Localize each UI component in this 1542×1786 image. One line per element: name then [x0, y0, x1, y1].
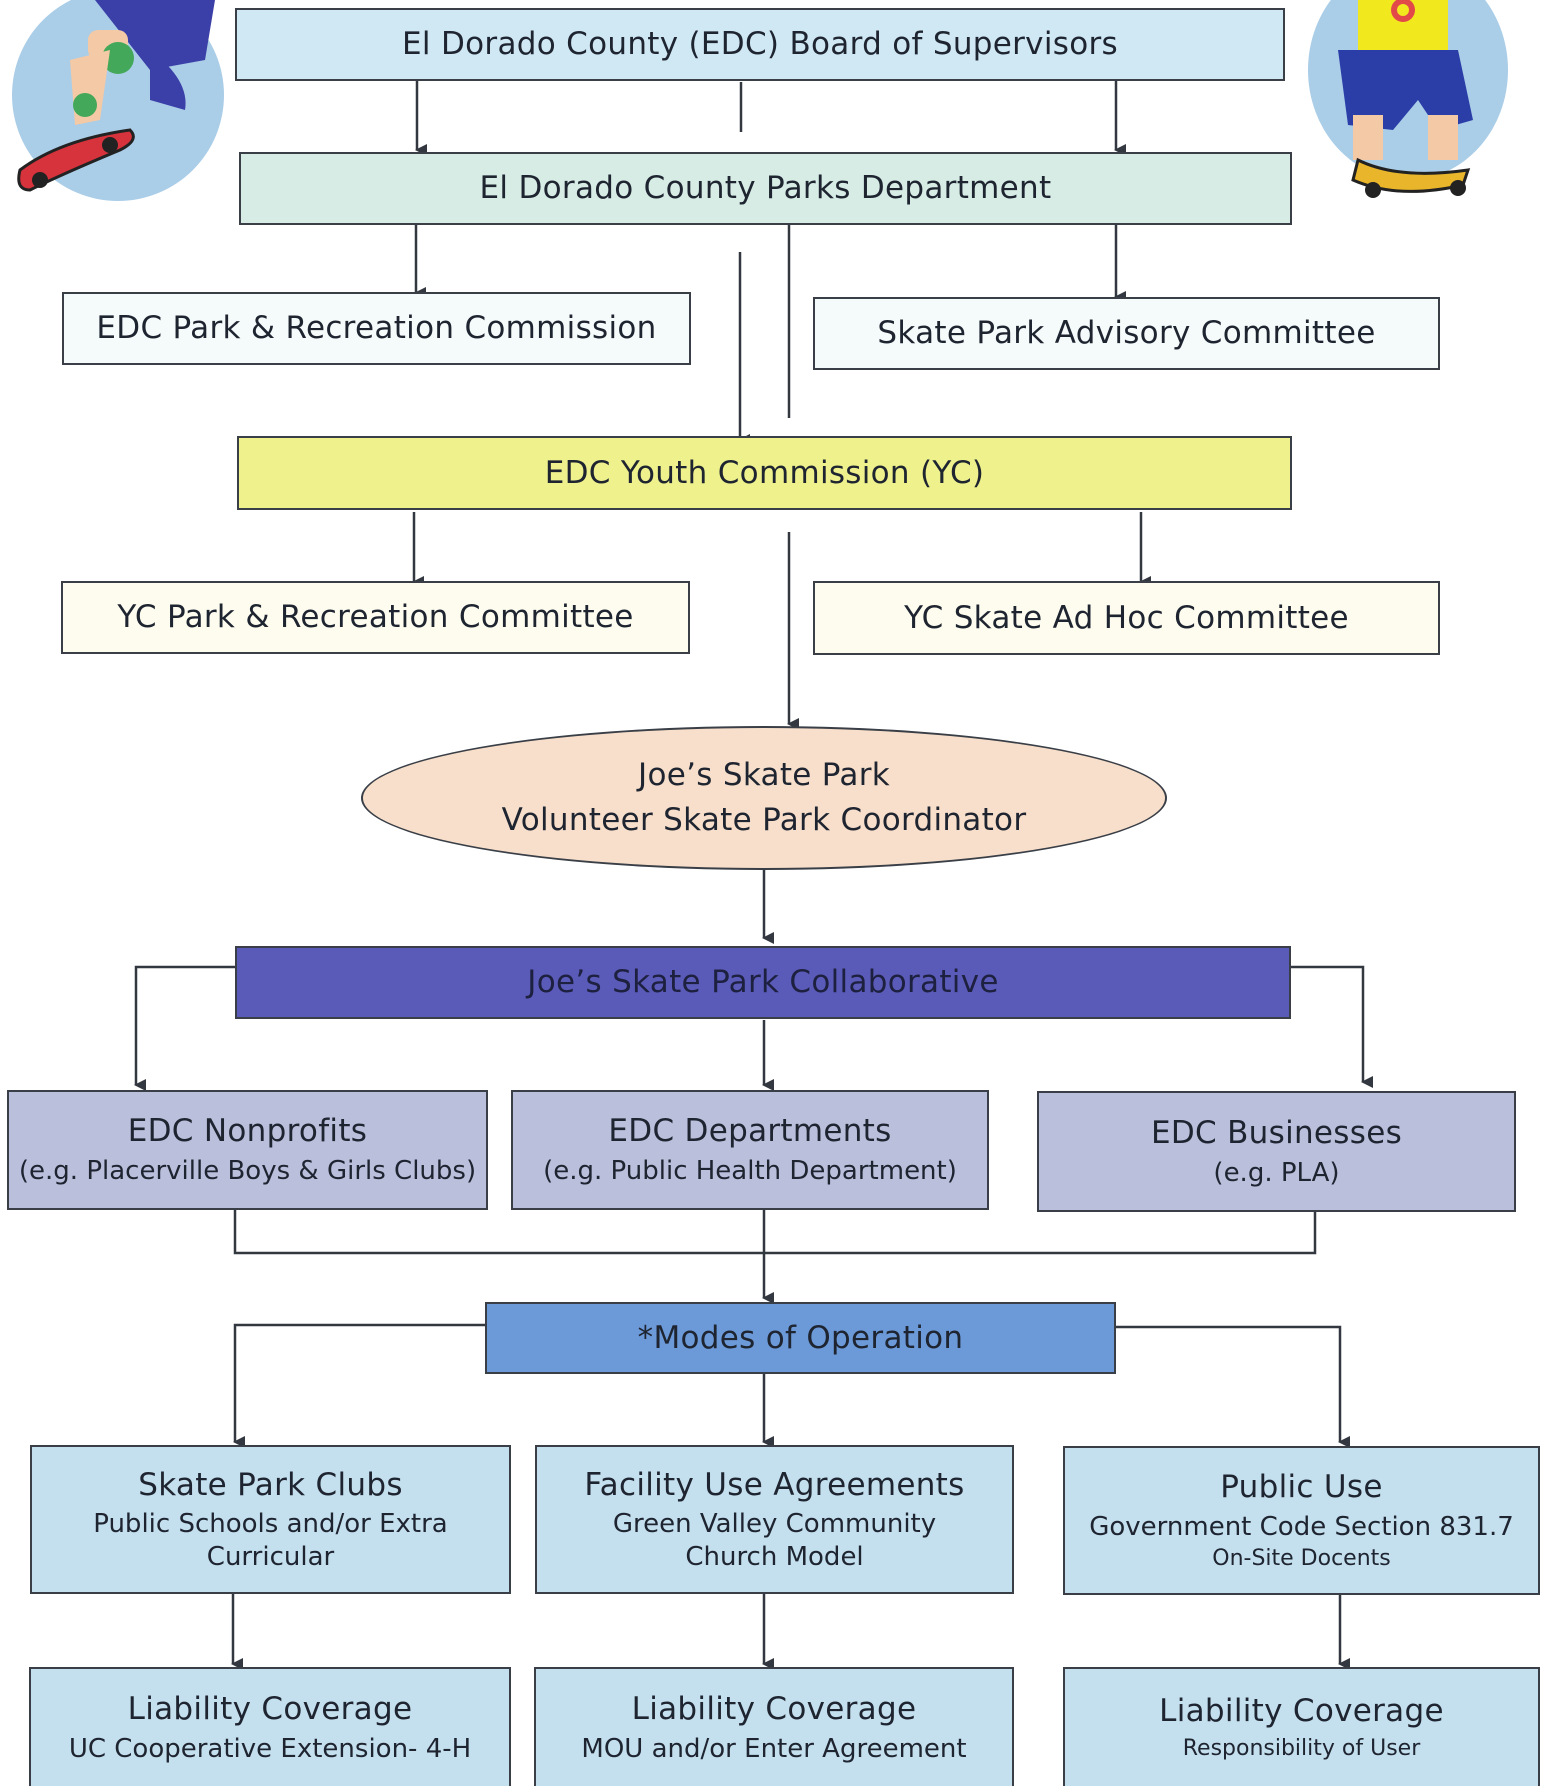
parks-department-label: El Dorado County Parks Department [479, 170, 1052, 207]
public-use-detail: Government Code Section 831.7 [1089, 1511, 1514, 1542]
park-recreation-commission-label: EDC Park & Recreation Commission [96, 310, 657, 347]
park-recreation-commission-box: EDC Park & Recreation Commission [62, 292, 691, 365]
public-use-box: Public Use Government Code Section 831.7… [1063, 1446, 1540, 1595]
facility-use-agreements-box: Facility Use Agreements Green Valley Com… [535, 1445, 1014, 1594]
skate-park-clubs-title: Skate Park Clubs [138, 1466, 403, 1503]
edc-departments-box: EDC Departments (e.g. Public Health Depa… [511, 1090, 989, 1210]
parks-department-box: El Dorado County Parks Department [239, 152, 1292, 225]
skateboarder-right-illustration [1308, 0, 1508, 198]
modes-of-operation-box: *Modes of Operation [485, 1302, 1116, 1374]
liability-coverage-clubs-detail: UC Cooperative Extension- 4-H [68, 1733, 472, 1764]
edc-nonprofits-box: EDC Nonprofits (e.g. Placerville Boys & … [7, 1090, 488, 1210]
facility-use-agreements-title: Facility Use Agreements [584, 1466, 965, 1503]
yc-park-recreation-committee-box: YC Park & Recreation Committee [61, 581, 690, 654]
yc-skate-adhoc-committee-box: YC Skate Ad Hoc Committee [813, 581, 1440, 655]
public-use-note: On-Site Docents [1212, 1546, 1391, 1572]
board-of-supervisors-label: El Dorado County (EDC) Board of Supervis… [402, 26, 1118, 63]
skate-park-advisory-committee-box: Skate Park Advisory Committee [813, 297, 1440, 370]
edc-nonprofits-title: EDC Nonprofits [127, 1113, 368, 1150]
yc-park-recreation-committee-label: YC Park & Recreation Committee [117, 599, 634, 636]
youth-commission-box: EDC Youth Commission (YC) [237, 436, 1292, 510]
skateboarder-left-illustration [12, 0, 224, 201]
edc-businesses-box: EDC Businesses (e.g. PLA) [1037, 1091, 1516, 1212]
edc-departments-example: (e.g. Public Health Department) [543, 1156, 957, 1187]
yc-skate-adhoc-committee-label: YC Skate Ad Hoc Committee [904, 599, 1349, 636]
coordinator-subtitle: Volunteer Skate Park Coordinator [501, 802, 1027, 838]
skate-park-collaborative-box: Joe’s Skate Park Collaborative [235, 946, 1291, 1019]
board-of-supervisors-box: El Dorado County (EDC) Board of Supervis… [235, 8, 1285, 81]
liability-coverage-clubs-title: Liability Coverage [127, 1690, 413, 1727]
liability-coverage-public-box: Liability Coverage Responsibility of Use… [1063, 1667, 1540, 1786]
liability-coverage-facility-title: Liability Coverage [631, 1690, 917, 1727]
edc-departments-title: EDC Departments [608, 1113, 892, 1150]
facility-use-agreements-detail: Green Valley Community Church Model [612, 1509, 937, 1572]
edc-businesses-example: (e.g. PLA) [1213, 1157, 1340, 1188]
liability-coverage-public-title: Liability Coverage [1159, 1693, 1444, 1730]
youth-commission-label: EDC Youth Commission (YC) [544, 454, 985, 491]
skate-park-coordinator-ellipse: Joe’s Skate Park Volunteer Skate Park Co… [361, 726, 1167, 870]
liability-coverage-public-detail: Responsibility of User [1182, 1736, 1421, 1762]
modes-of-operation-label: *Modes of Operation [637, 1319, 964, 1356]
skate-park-clubs-detail: Public Schools and/or Extra Curricular [93, 1509, 448, 1572]
edc-nonprofits-example: (e.g. Placerville Boys & Girls Clubs) [18, 1156, 477, 1187]
skate-park-collaborative-label: Joe’s Skate Park Collaborative [527, 964, 999, 1001]
skate-park-advisory-committee-label: Skate Park Advisory Committee [877, 315, 1376, 352]
liability-coverage-facility-detail: MOU and/or Enter Agreement [581, 1733, 967, 1764]
skate-park-clubs-box: Skate Park Clubs Public Schools and/or E… [30, 1445, 511, 1594]
edc-businesses-title: EDC Businesses [1150, 1114, 1403, 1151]
liability-coverage-facility-box: Liability Coverage MOU and/or Enter Agre… [534, 1667, 1014, 1786]
public-use-title: Public Use [1220, 1469, 1383, 1506]
liability-coverage-clubs-box: Liability Coverage UC Cooperative Extens… [29, 1667, 511, 1786]
coordinator-title: Joe’s Skate Park [638, 757, 890, 794]
